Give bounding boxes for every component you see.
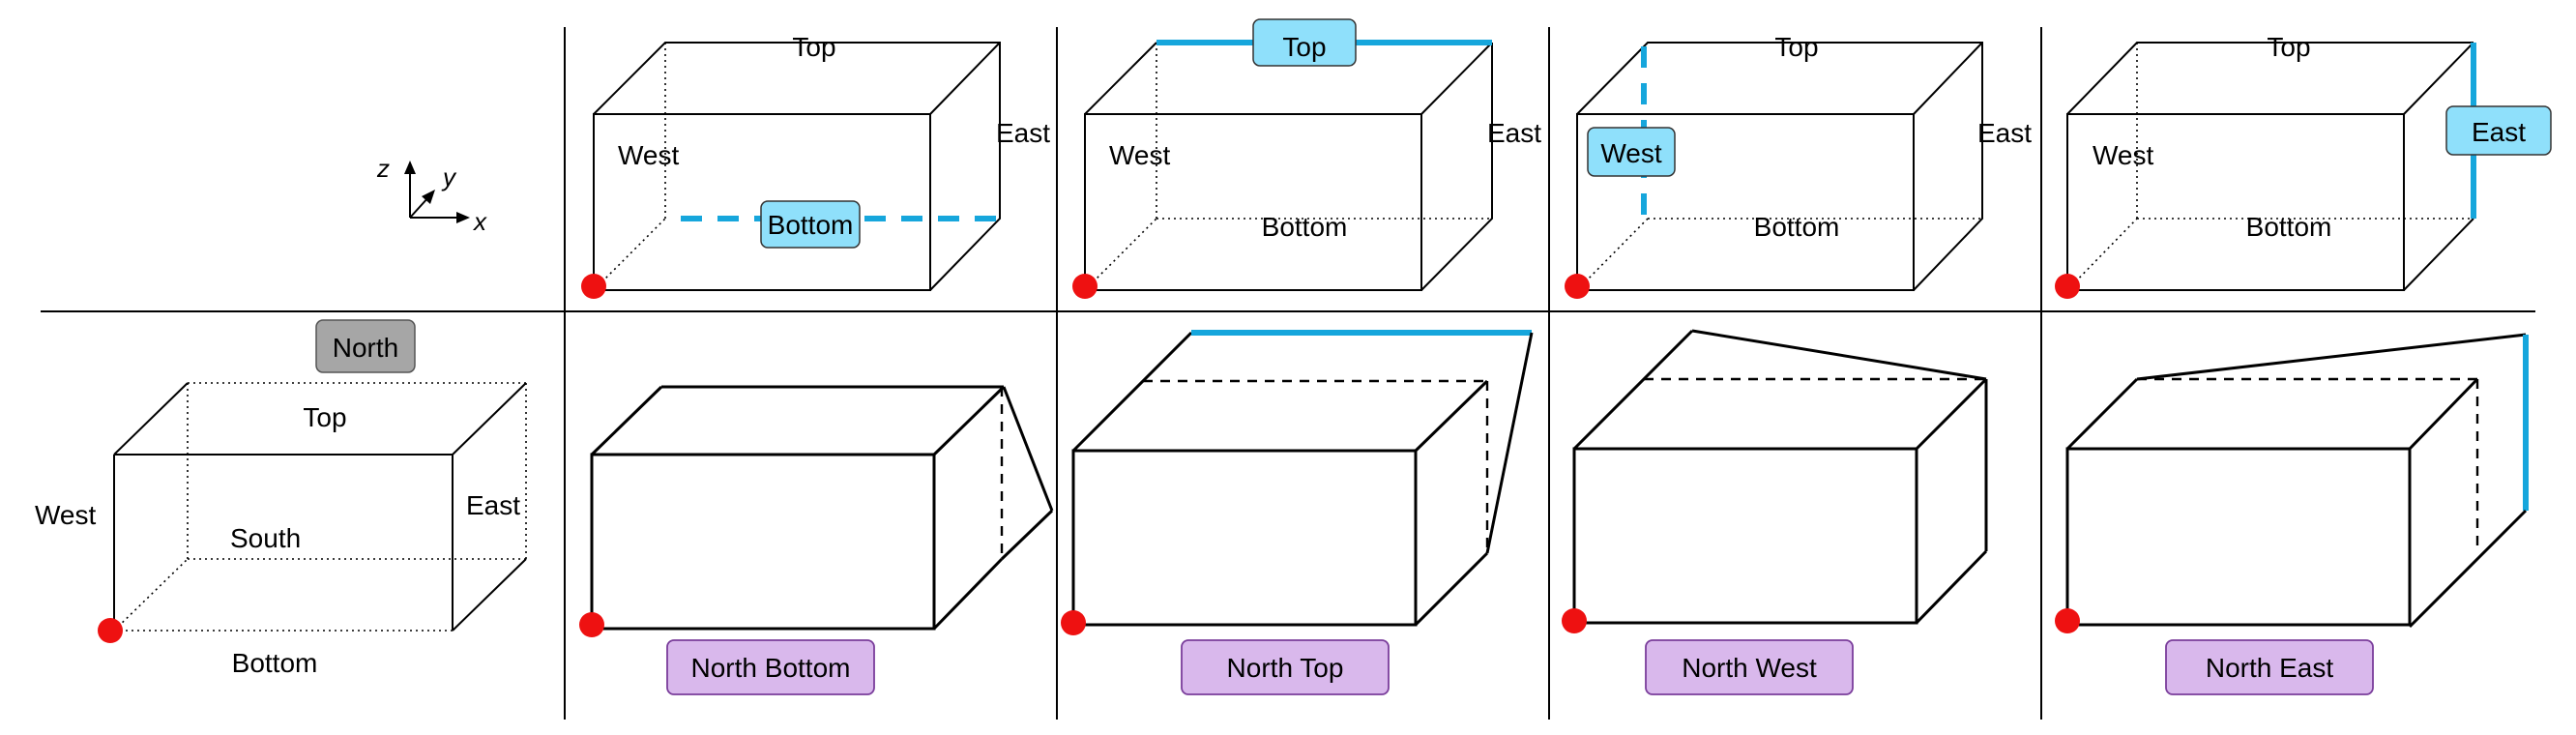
caption-box-north-west xyxy=(1645,639,1854,695)
caption-north-bottom: North Bottom xyxy=(691,653,851,683)
box-east-highlight: East Top Bottom West xyxy=(2055,32,2552,299)
origin-dot xyxy=(1562,608,1587,633)
top-label: Top xyxy=(1774,32,1818,62)
east-label: East xyxy=(1487,118,1541,148)
origin-dot xyxy=(581,274,606,299)
box-north-east: North East xyxy=(2055,333,2529,695)
caption-north-west: North West xyxy=(1682,653,1817,683)
bottom-label: Bottom xyxy=(768,210,854,240)
west-label-box xyxy=(1587,127,1676,177)
bottom-label: Bottom xyxy=(2246,212,2332,242)
z-axis-label: z xyxy=(376,154,390,183)
north-label-box xyxy=(315,319,416,373)
caption-north-top: North Top xyxy=(1227,653,1344,683)
north-label: North xyxy=(333,333,398,363)
bottom-label-box xyxy=(760,200,861,249)
caption-box-north-bottom xyxy=(666,639,875,695)
axes-indicator: z y x xyxy=(376,154,487,236)
origin-dot xyxy=(1061,610,1086,635)
top-label: Top xyxy=(1282,32,1326,62)
box-north-top: North Top xyxy=(1061,330,1534,695)
west-label: West xyxy=(1109,140,1170,170)
east-label: East xyxy=(996,118,1050,148)
east-label: East xyxy=(1977,118,2032,148)
bottom-label: Bottom xyxy=(1754,212,1840,242)
box-north-west: North West xyxy=(1562,329,1988,695)
top-label: Top xyxy=(792,32,835,62)
origin-dot xyxy=(579,612,604,637)
west-label: West xyxy=(35,500,96,530)
top-label: Top xyxy=(2267,32,2310,62)
bottom-label: Bottom xyxy=(232,648,318,678)
box-bottom-highlight: Bottom Top West East xyxy=(581,32,1050,299)
y-axis-label: y xyxy=(441,162,457,191)
top-label: Top xyxy=(303,402,346,432)
bottom-label: Bottom xyxy=(1262,212,1348,242)
origin-dot xyxy=(1565,274,1590,299)
west-label: West xyxy=(618,140,679,170)
box-top-highlight: Top Bottom West East xyxy=(1072,18,1541,299)
origin-dot xyxy=(98,618,123,643)
box-reference: North Top South West East Bottom xyxy=(35,319,527,678)
origin-dot xyxy=(2055,274,2080,299)
east-label: East xyxy=(2472,117,2526,147)
caption-north-east: North East xyxy=(2206,653,2333,683)
origin-dot xyxy=(1072,274,1098,299)
caption-box-north-top xyxy=(1181,639,1390,695)
west-label: West xyxy=(1600,138,1661,168)
caption-box-north-east xyxy=(2165,639,2374,695)
top-label-box xyxy=(1252,18,1357,67)
x-axis-label: x xyxy=(472,207,487,236)
west-label: West xyxy=(2093,140,2153,170)
box-west-highlight: West Top Bottom East xyxy=(1565,32,2032,299)
box-north-bottom: North Bottom xyxy=(579,385,1054,695)
east-label: East xyxy=(466,490,520,520)
origin-dot xyxy=(2055,608,2080,633)
south-label: South xyxy=(230,523,301,553)
east-label-box xyxy=(2445,105,2552,156)
